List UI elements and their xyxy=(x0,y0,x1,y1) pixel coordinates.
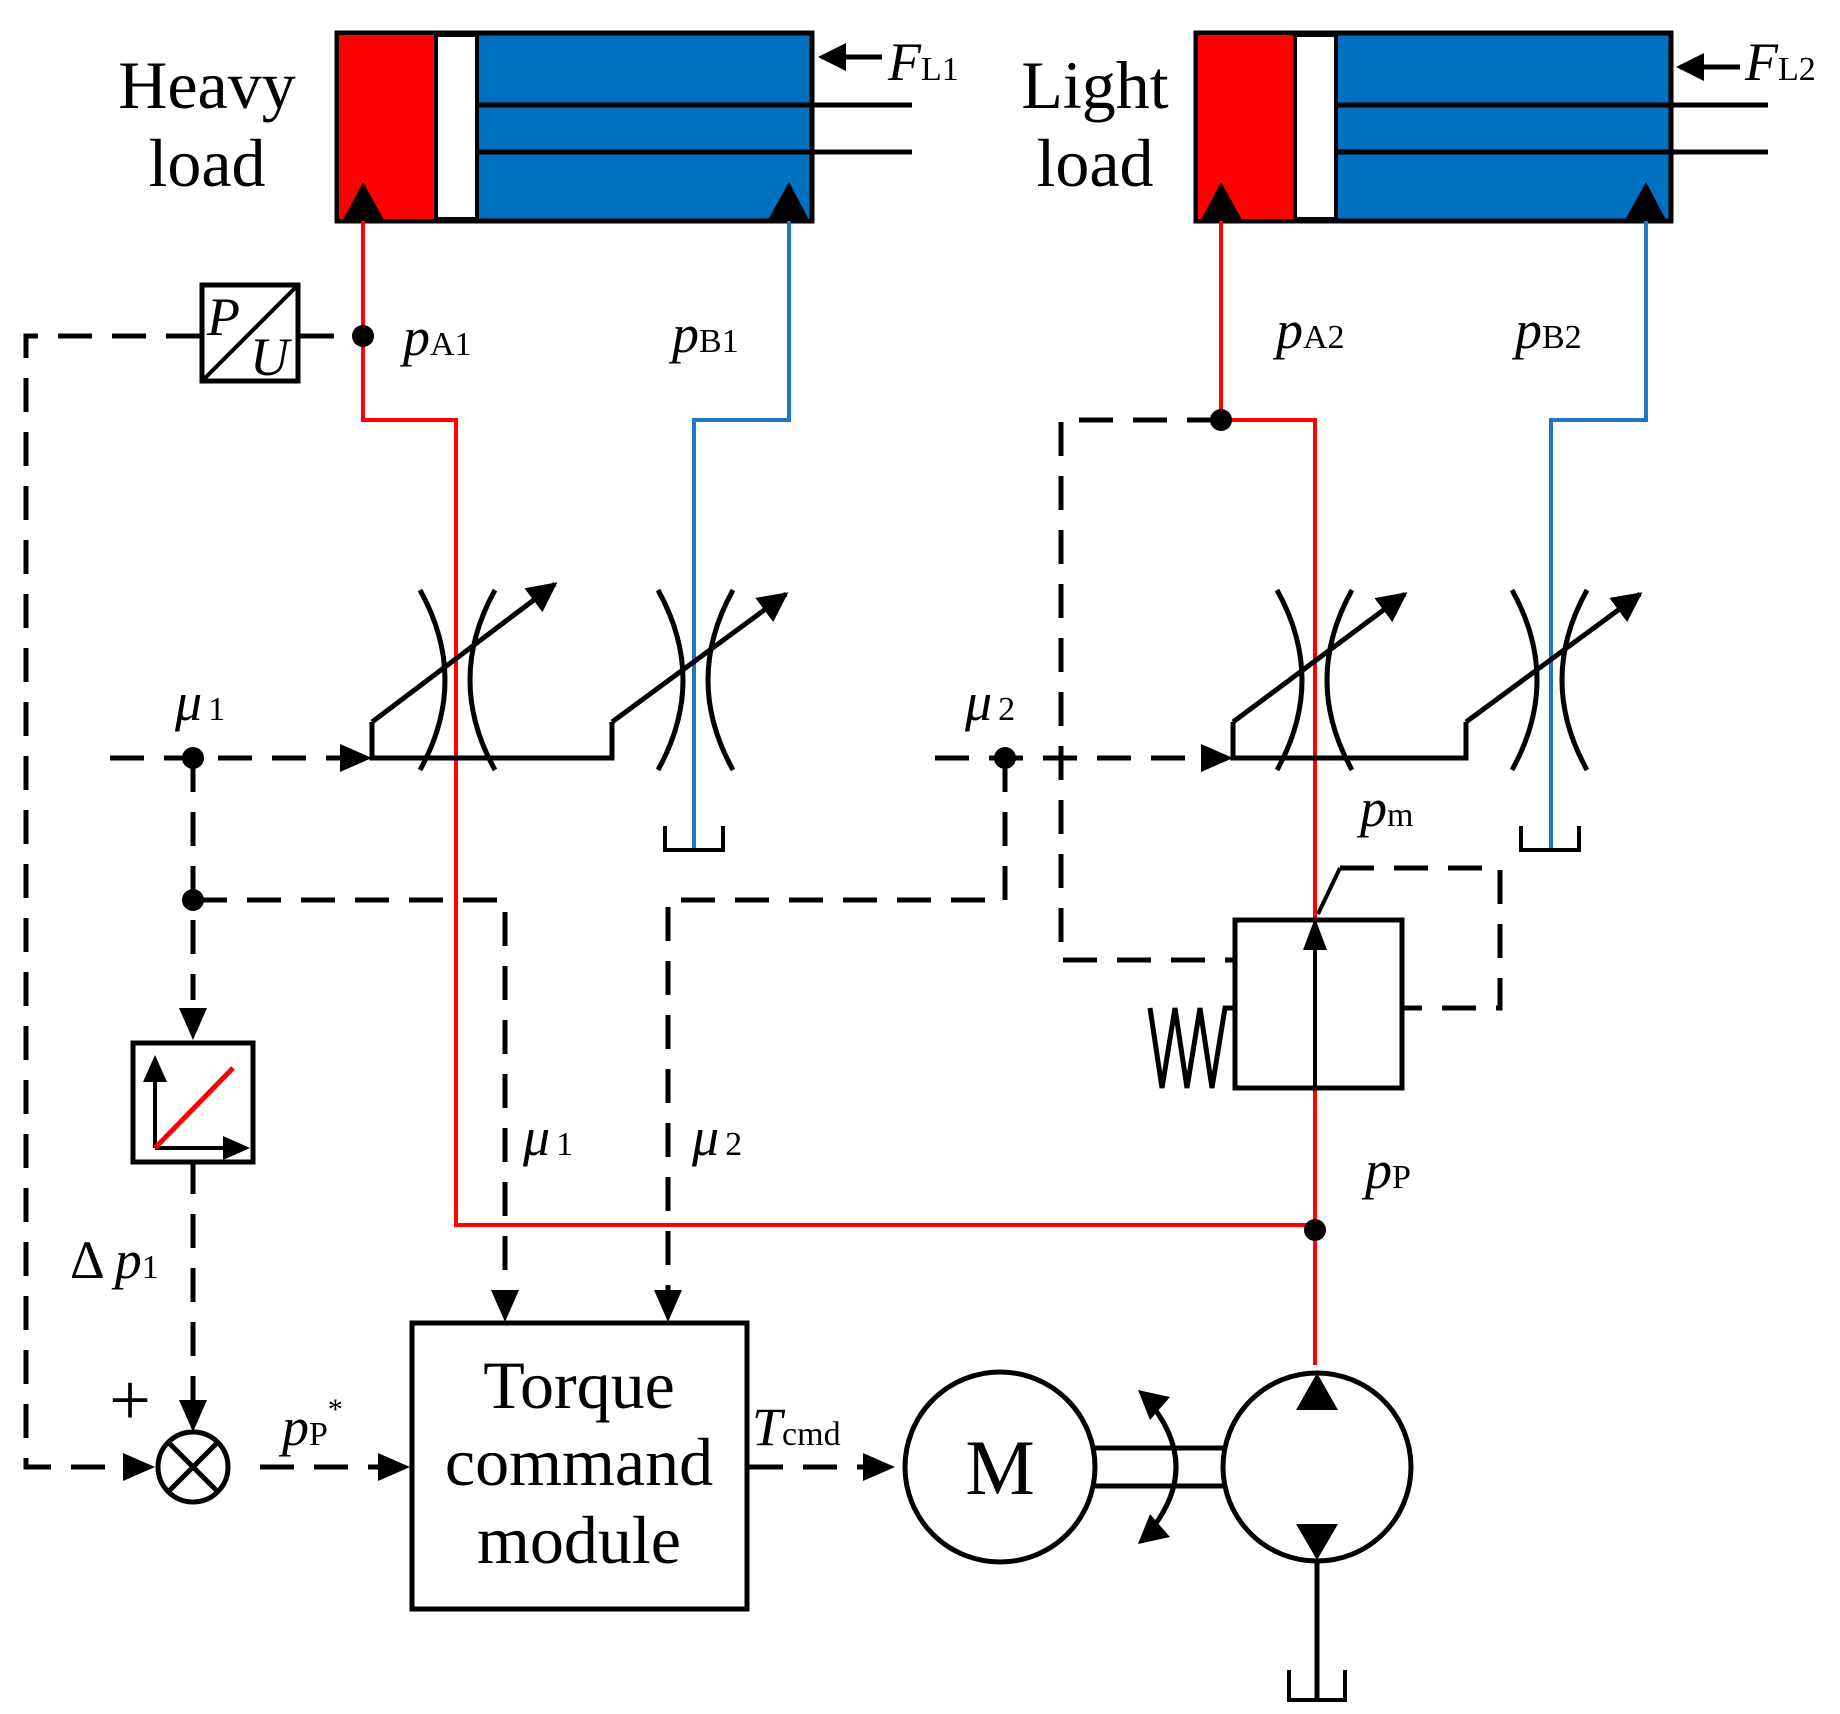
linear-function-icon xyxy=(130,1040,256,1165)
signal-lines xyxy=(23,333,1503,1470)
force-fl2-arrow xyxy=(1676,53,1740,81)
pressure-transducer-icon xyxy=(199,282,301,384)
pressure-lines xyxy=(361,221,1317,1365)
force-fl1-arrow xyxy=(818,43,882,71)
signal-arrowheads xyxy=(123,744,1233,1481)
junction-dots xyxy=(182,325,1326,1241)
valve-actuator-bars xyxy=(369,722,1469,761)
pump-icon xyxy=(1220,1370,1414,1700)
light-load-cylinder xyxy=(1193,30,1768,224)
torque-module-line1: Torque xyxy=(483,1347,675,1423)
light-label-line2: load xyxy=(1036,125,1153,201)
pb1-label: pB1 xyxy=(668,304,739,364)
pa1-label: pA1 xyxy=(399,307,472,367)
adjustable-throttle-valve-icon xyxy=(370,582,1643,772)
plus-sign: + xyxy=(109,1360,151,1442)
force-fl1-label: FL1 xyxy=(887,32,959,92)
rotation-arrow-icon xyxy=(1138,1390,1179,1544)
sensor-p-label: P xyxy=(206,287,240,347)
pp-star-label: pP* xyxy=(278,1393,343,1457)
motor-label: M xyxy=(965,1424,1034,1511)
torque-module-line2: command xyxy=(445,1424,713,1500)
return-lines xyxy=(692,221,1648,850)
tank-icon xyxy=(663,826,1581,1702)
heavy-label-line2: load xyxy=(148,125,265,201)
heavy-load-cylinder xyxy=(334,30,912,224)
light-label-line1: Light xyxy=(1021,47,1168,123)
relief-valve-icon xyxy=(1147,867,1405,1091)
pb2-label: pB2 xyxy=(1511,300,1582,360)
heavy-label-line1: Heavy xyxy=(118,47,295,123)
torque-module-line3: module xyxy=(477,1502,681,1578)
torque-command-module xyxy=(409,1320,750,1612)
shaft xyxy=(1095,1445,1223,1489)
summing-junction-icon xyxy=(155,1429,231,1505)
pp-label: pP xyxy=(1361,1140,1411,1200)
force-fl2-label: FL2 xyxy=(1744,32,1816,92)
sensor-u-label: U xyxy=(250,327,292,387)
pm-label: pm xyxy=(1356,778,1413,838)
motor-icon xyxy=(902,1369,1098,1565)
tcmd-label: Tcmd xyxy=(752,1397,841,1457)
pa2-label: pA2 xyxy=(1272,300,1345,360)
